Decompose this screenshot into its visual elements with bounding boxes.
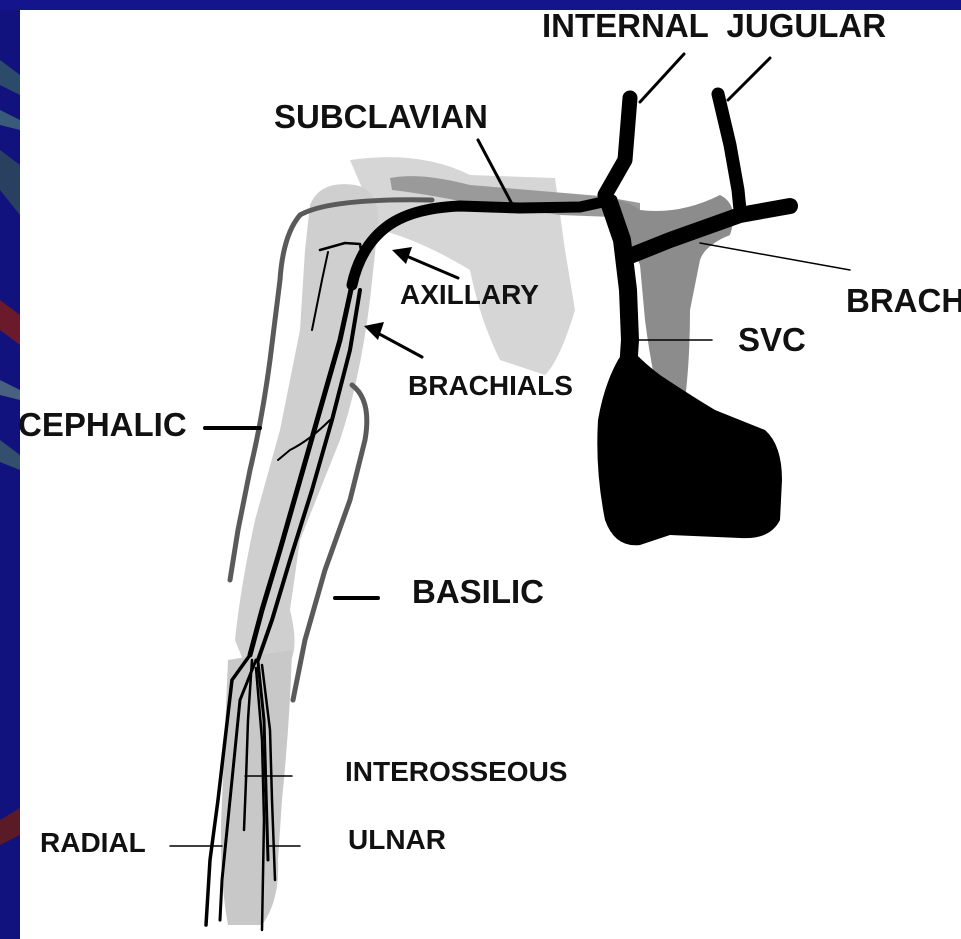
brachiocephalic-leader	[700, 243, 850, 270]
label-internal-jugular: INTERNAL JUGULAR	[542, 7, 886, 44]
axillary-arrowhead	[392, 247, 412, 264]
label-interosseous: INTEROSSEOUS	[345, 756, 567, 787]
internal-jugular-leader-left	[728, 58, 770, 100]
label-basilic: BASILIC	[412, 573, 544, 610]
label-cephalic: CEPHALIC	[18, 406, 187, 443]
label-radial: RADIAL	[40, 827, 146, 858]
internal-jugular-right	[605, 98, 630, 195]
superior-vena-cava	[610, 205, 630, 370]
label-brachials: BRACHIALS	[408, 370, 573, 401]
label-ulnar: ULNAR	[348, 824, 446, 855]
label-axillary: AXILLARY	[400, 279, 539, 310]
internal-jugular-leader-right	[640, 54, 684, 102]
label-subclavian: SUBCLAVIAN	[274, 98, 488, 135]
internal-jugular-left	[718, 94, 740, 210]
brachials-arrowhead	[364, 322, 384, 340]
label-svc: SVC	[738, 321, 806, 358]
label-brachiocephalic: BRACH	[846, 282, 961, 319]
